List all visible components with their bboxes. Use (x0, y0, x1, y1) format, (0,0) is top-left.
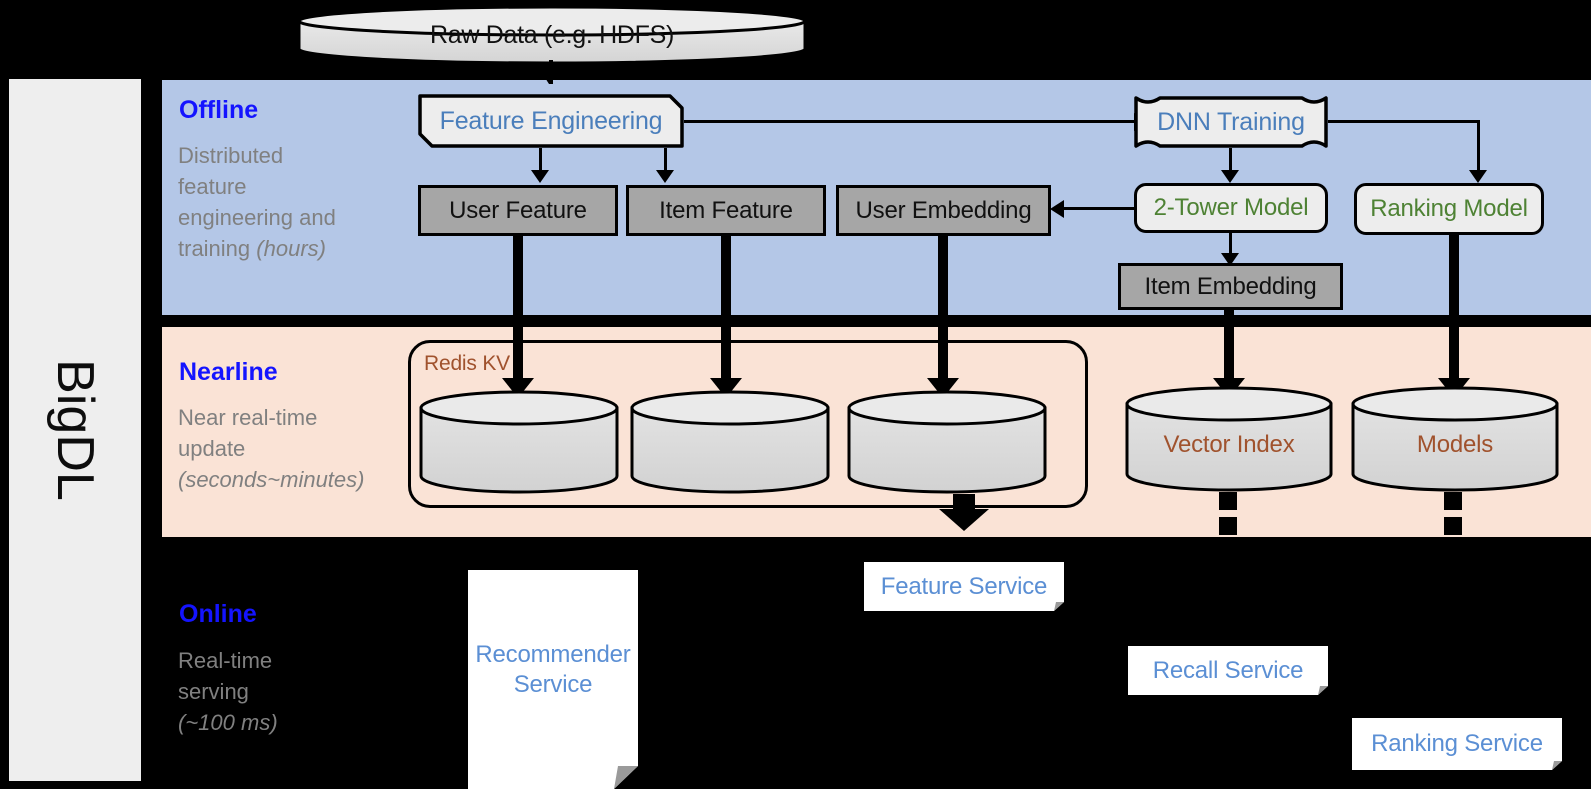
store-cylinder-2[interactable] (629, 390, 831, 494)
feature-engineering-label: Feature Engineering (439, 106, 663, 135)
models-label: Models (1416, 431, 1494, 458)
connector-dnn-twotower (1229, 148, 1232, 176)
connector-models-rankingservice-seg2 (1444, 517, 1462, 535)
stage-title-offline: Offline (179, 96, 259, 124)
connector-rankingmodel-models (1449, 235, 1459, 384)
dnn-training-label: DNN Training (1157, 107, 1305, 136)
nearline-desc-line-3: (seconds~minutes) (178, 464, 408, 495)
stage-title-nearline: Nearline (179, 358, 278, 386)
vector-index-label: Vector Index (1163, 431, 1295, 458)
stage-desc-offline: Distributed feature engineering and trai… (178, 140, 388, 264)
arrowhead-dnn-ranking (1469, 170, 1487, 183)
connector-dnn-ranking-h (1328, 120, 1480, 123)
raw-data-cylinder: Raw Data (e.g. HDFS) (296, 4, 808, 66)
recommender-service-line-2: Service (513, 671, 593, 698)
connector-userfeature-store1 (513, 236, 523, 384)
online-desc-line-3-em: (~100 ms) (178, 710, 278, 735)
user-embedding-label: User Embedding (855, 196, 1032, 224)
offline-desc-line-4-em: (hours) (256, 236, 326, 261)
recommender-service-line-1: Recommender (475, 641, 631, 668)
connector-store3-featureservice (953, 494, 975, 512)
store-cylinder-1[interactable] (418, 390, 620, 494)
two-tower-model-box[interactable]: 2-Tower Model (1134, 183, 1328, 233)
connector-vectorindex-recallservice-seg2 (1219, 517, 1237, 535)
arrowhead-dnn-twotower (1221, 170, 1239, 183)
connector-vectorindex-recallservice-seg1 (1219, 492, 1237, 510)
online-desc-line-2: serving (178, 679, 249, 704)
nearline-desc-line-3-em: (seconds~minutes) (178, 467, 365, 492)
arrowhead-rawdata-fe (535, 62, 563, 84)
ranking-service-doc[interactable]: Ranking Service (1352, 718, 1562, 770)
feature-engineering-node[interactable]: Feature Engineering (418, 94, 684, 148)
offline-desc-line-4-pre: training (178, 236, 257, 261)
offline-desc-line-1: Distributed (178, 143, 284, 168)
models-cylinder[interactable]: Models (1350, 386, 1560, 492)
online-desc-line-3: (~100 ms) (178, 707, 398, 738)
stage-desc-nearline: Near real-time update (seconds~minutes) (178, 402, 408, 495)
offline-desc-line-4: training (hours) (178, 233, 388, 264)
ranking-service-label: Ranking Service (1371, 730, 1543, 757)
connector-models-rankingservice-seg1 (1444, 492, 1462, 510)
connector-userembedding-store3 (938, 236, 948, 384)
arrowhead-store3-featureservice (939, 509, 989, 531)
connector-dnn-ranking-v (1477, 120, 1480, 176)
online-desc-line-1: Real-time (178, 648, 273, 673)
redis-kv-label: Redis KV (424, 352, 510, 375)
connector-fe-userfeature (539, 148, 542, 176)
arrowhead-fe-userfeature (531, 170, 549, 183)
recall-service-doc[interactable]: Recall Service (1128, 646, 1328, 695)
bigdl-framework-rail: BigDL (6, 76, 144, 784)
item-embedding-box[interactable]: Item Embedding (1118, 263, 1343, 310)
bigdl-label: BigDL (46, 359, 104, 501)
nearline-desc-line-1: Near real-time (178, 405, 318, 430)
offline-desc-line-3: engineering and (178, 205, 336, 230)
redis-kv-container (408, 340, 1088, 508)
ranking-model-box[interactable]: Ranking Model (1354, 183, 1544, 235)
two-tower-model-label: 2-Tower Model (1153, 194, 1309, 221)
connector-itemfeature-store2 (721, 236, 731, 384)
connector-twotower-itemembedding (1229, 233, 1232, 260)
feature-service-doc[interactable]: Feature Service (864, 562, 1064, 611)
dnn-training-node[interactable]: DNN Training (1134, 96, 1328, 148)
raw-data-label: Raw Data (e.g. HDFS) (429, 20, 675, 49)
connector-itemembedding-vectorindex (1224, 310, 1234, 384)
connector-fe-dnn (684, 120, 1136, 123)
connector-fe-itemfeature (664, 148, 667, 176)
ranking-model-label: Ranking Model (1370, 195, 1528, 222)
item-embedding-label: Item Embedding (1144, 272, 1317, 300)
nearline-desc-line-2: update (178, 436, 246, 461)
arrowhead-twotower-userembedding (1050, 200, 1064, 218)
arrowhead-twotower-itemembedding (1221, 253, 1239, 266)
vector-index-cylinder[interactable]: Vector Index (1124, 386, 1334, 492)
user-embedding-box[interactable]: User Embedding (836, 185, 1051, 236)
user-feature-label: User Feature (449, 196, 587, 224)
item-feature-label: Item Feature (659, 196, 793, 224)
stage-title-online: Online (179, 600, 257, 628)
store-cylinder-3[interactable] (846, 390, 1048, 494)
item-feature-box[interactable]: Item Feature (626, 185, 826, 236)
connector-twotower-userembedding (1063, 207, 1135, 210)
user-feature-box[interactable]: User Feature (418, 185, 618, 236)
recall-service-label: Recall Service (1152, 656, 1304, 684)
arrowhead-fe-itemfeature (656, 170, 674, 183)
feature-service-label: Feature Service (880, 572, 1048, 600)
stage-desc-online: Real-time serving (~100 ms) (178, 645, 398, 738)
offline-desc-line-2: feature (178, 174, 247, 199)
